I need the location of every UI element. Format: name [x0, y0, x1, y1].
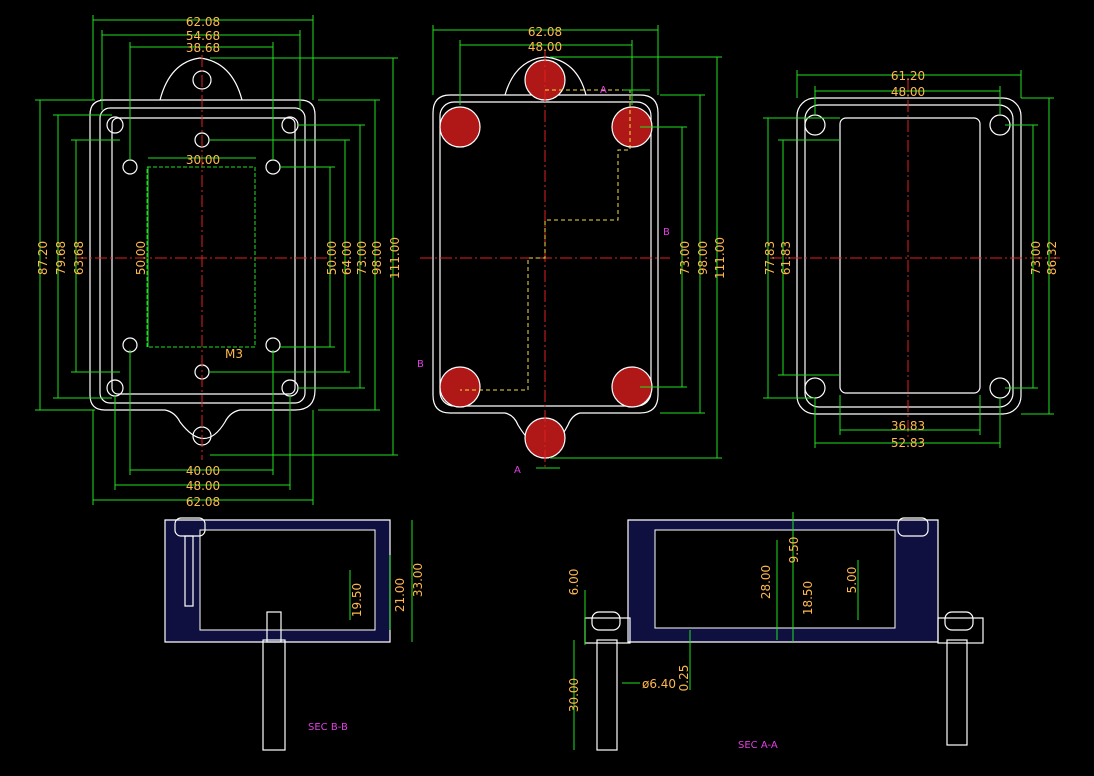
dim-width-corner: 48.00 [186, 479, 220, 493]
dim-lid-h3: 111.00 [713, 237, 727, 279]
pcb-hole [122, 159, 138, 175]
dim-lid-width: 62.08 [528, 25, 562, 39]
section-aa: 6.00 9.50 28.00 18.50 5.00 30.00 ø6.40 0… [567, 512, 984, 751]
dimension-lines [349, 520, 413, 642]
enclosure-outline [89, 99, 316, 439]
dim-a-2: 9.50 [787, 537, 801, 564]
screw-head-left [591, 611, 621, 631]
gasket-inner [804, 104, 1014, 408]
wall-plug-right [946, 639, 968, 746]
dim-gasket-width: 61.20 [891, 69, 925, 83]
dim-b-1: 19.50 [350, 583, 364, 617]
section-label-aa: SEC A-A [738, 740, 778, 751]
dimension-lines [573, 512, 859, 750]
dim-gasket-h3: 73.00 [1029, 241, 1043, 275]
dim-gasket-bottom: 52.83 [891, 436, 925, 450]
pcb-hole [265, 159, 281, 175]
dim-gasket-opening: 36.83 [891, 419, 925, 433]
dim-height-r2: 64.00 [340, 241, 354, 275]
dim-a-1: 6.00 [567, 569, 581, 596]
wall-plug-left [596, 639, 618, 751]
right-view: 61.20 48.00 36.83 52.83 77.83 61.83 73.0… [763, 69, 1060, 450]
top-mounting-ear [159, 57, 243, 101]
dim-a-6: 30.00 [567, 678, 581, 712]
dim-a-8: 0.25 [677, 665, 691, 692]
gasket-opening [839, 117, 981, 394]
section-mark-a-bottom: A [514, 465, 521, 476]
dim-gasket-h1: 77.83 [763, 241, 777, 275]
dim-height-1: 87.20 [36, 241, 50, 275]
dim-gasket-holes: 48.00 [891, 85, 925, 99]
wall-plug [262, 639, 286, 751]
dim-gasket-h4: 86.32 [1045, 241, 1059, 275]
dim-b-3: 33.00 [411, 563, 425, 597]
dimension-lines [763, 70, 1054, 448]
dimension-lines [35, 15, 398, 505]
dimension-lines [432, 25, 722, 469]
section-cavity [199, 529, 376, 631]
screw-head-right [944, 611, 974, 631]
dim-height-r5: 111.00 [388, 237, 402, 279]
dim-height-r1: 50.00 [325, 241, 339, 275]
dim-height-r4: 98.00 [370, 241, 384, 275]
corner-hole [106, 116, 124, 134]
dim-a-3: 28.00 [759, 565, 773, 599]
dim-a-7: ø6.40 [642, 677, 676, 691]
dim-lid-h2: 98.00 [696, 241, 710, 275]
dim-height-3: 63.68 [72, 241, 86, 275]
section-cavity [654, 529, 896, 629]
lid-corner-hole [439, 366, 481, 408]
gasket-outline [796, 97, 1022, 415]
dim-width-ear: 54.68 [186, 29, 220, 43]
section-mark-b-right: B [663, 227, 670, 238]
dim-width-bottom-holes: 40.00 [186, 464, 220, 478]
dim-a-4: 18.50 [801, 581, 815, 615]
middle-view: 62.08 48.00 73.00 98.00 111.00 A A B B [417, 25, 727, 476]
pcb-area [146, 166, 256, 348]
section-path [460, 89, 631, 391]
dim-width-overall-bottom: 62.08 [186, 495, 220, 509]
screw-shaft [184, 535, 194, 607]
top-view: 62.08 54.68 38.68 30.00 40.00 48.00 62.0… [35, 15, 402, 509]
lid-corner-hole [439, 106, 481, 148]
section-label-bb: SEC B-B [308, 722, 348, 733]
dim-width-holes: 38.68 [186, 41, 220, 55]
boss [266, 611, 282, 643]
lid-screw [897, 517, 929, 537]
section-mark-a-top: A [600, 85, 607, 96]
dim-width-pcb: 30.00 [186, 153, 220, 167]
thread-label: M3 [225, 347, 243, 361]
dim-a-5: 5.00 [845, 567, 859, 594]
dim-width-overall: 62.08 [186, 15, 220, 29]
dim-lid-h1: 73.00 [678, 241, 692, 275]
pcb-hole [122, 337, 138, 353]
cavity [111, 117, 296, 395]
dim-b-2: 21.00 [393, 578, 407, 612]
dim-height-2: 79.68 [54, 241, 68, 275]
dim-gasket-h2: 61.83 [779, 241, 793, 275]
right-ear [937, 617, 984, 644]
section-mark-b-left: B [417, 359, 424, 370]
dim-height-pcb: 50.00 [134, 241, 148, 275]
dim-lid-holes: 48.00 [528, 40, 562, 54]
section-bb: 19.50 21.00 33.00 SEC B-B [164, 517, 425, 751]
pcb-hole [265, 337, 281, 353]
dim-height-r3: 73.00 [355, 241, 369, 275]
corner-hole [804, 377, 826, 399]
